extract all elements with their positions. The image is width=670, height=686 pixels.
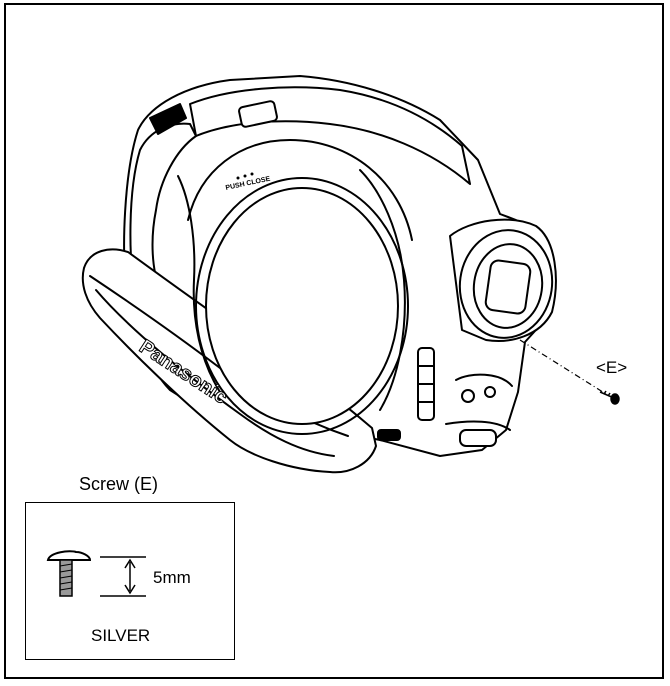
diagram-frame bbox=[4, 3, 664, 679]
screw-length-label: 5mm bbox=[153, 568, 191, 587]
screw-finish-label: SILVER bbox=[91, 626, 151, 645]
screw-callout-label: <E> bbox=[596, 358, 628, 377]
screw-head-icon bbox=[46, 550, 92, 561]
screw-spec-box bbox=[25, 502, 235, 660]
screw-spec-title: Screw (E) bbox=[79, 474, 159, 494]
mode-dial bbox=[238, 100, 278, 128]
rear-panel bbox=[129, 122, 197, 301]
grip-knob bbox=[149, 103, 187, 135]
lens-glass bbox=[484, 259, 532, 315]
screw-leader-line bbox=[519, 339, 607, 395]
screw-e-marker bbox=[599, 390, 620, 405]
disc-door bbox=[205, 187, 399, 425]
